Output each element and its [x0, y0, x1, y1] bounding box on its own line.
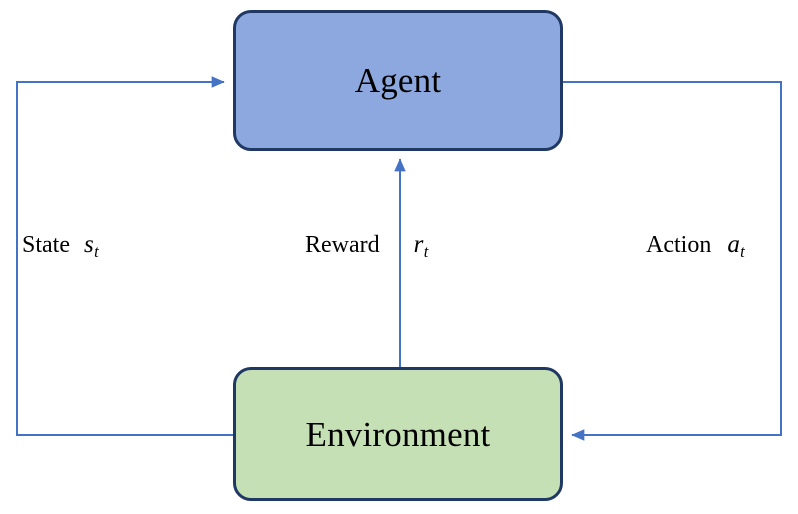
- reward-word: Reward: [305, 232, 380, 258]
- action-edge-label: Action at: [646, 231, 745, 261]
- state-symbol: st: [84, 231, 99, 261]
- reward-symbol-subscript: t: [423, 241, 429, 261]
- action-connector: [563, 81, 782, 441]
- state-symbol-subscript: t: [94, 241, 99, 261]
- reward-edge-label: Reward rt: [305, 231, 429, 261]
- environment-node[interactable]: Environment: [233, 367, 563, 501]
- action-symbol-subscript: t: [740, 241, 745, 261]
- action-word: Action: [646, 232, 712, 258]
- action-symbol: at: [727, 231, 745, 261]
- reward-symbol: rt: [413, 231, 429, 261]
- environment-node-label: Environment: [305, 414, 491, 454]
- agent-node-label: Agent: [354, 61, 442, 100]
- state-word: State: [22, 232, 70, 258]
- agent-node[interactable]: Agent: [233, 10, 563, 151]
- state-connector: [16, 76, 233, 436]
